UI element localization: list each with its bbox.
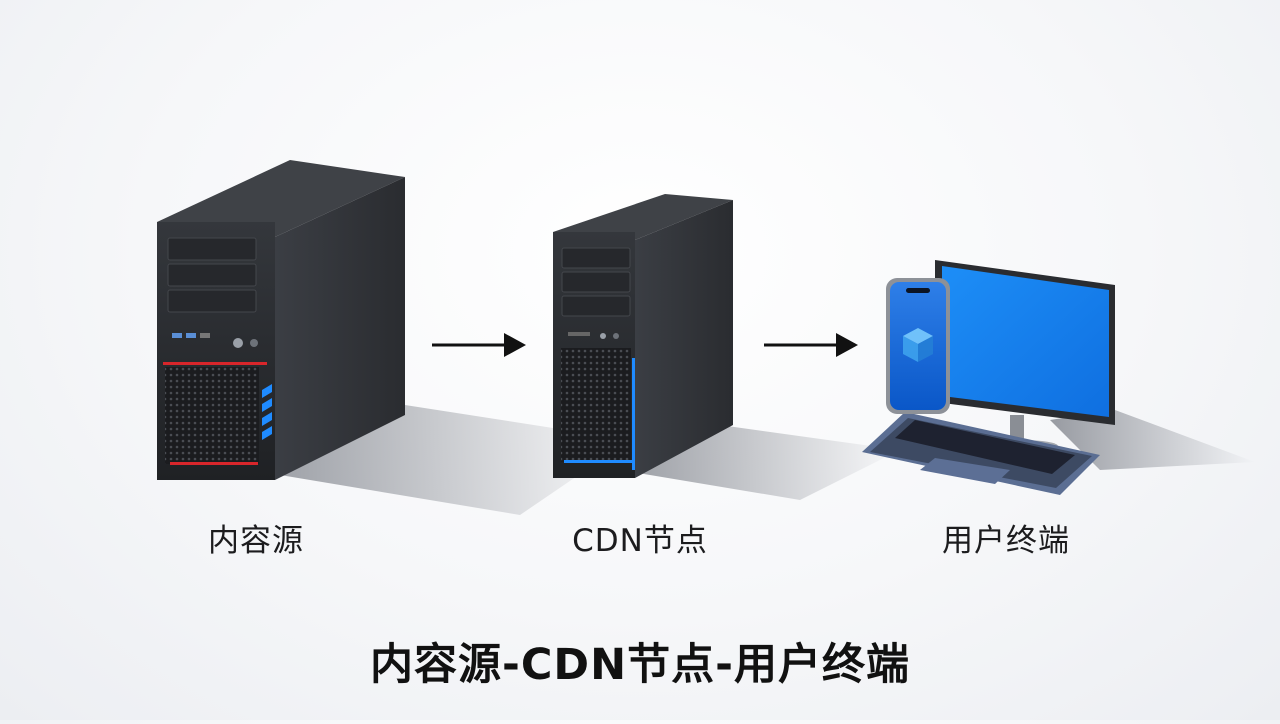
cdn-drive-bay (561, 271, 631, 293)
source-tower-top (157, 160, 405, 237)
arrow-right-icon (836, 333, 858, 357)
source-tower-side (275, 177, 405, 480)
power-button-icon (600, 333, 606, 339)
cdn-blue-accent-bottom (564, 460, 634, 463)
cube-icon-side (903, 336, 918, 362)
keyboard-touchpad (920, 458, 1010, 484)
monitor-icon (935, 260, 1115, 452)
cube-icon-front (918, 336, 933, 362)
blue-vent-icon (262, 398, 272, 412)
node-label-client: 用户终端 (942, 523, 1070, 559)
monitor-screen (942, 266, 1109, 417)
cdn-drive-bay (561, 295, 631, 317)
edge-source-to-cdn (432, 333, 526, 357)
blue-vent-icon (262, 384, 272, 398)
arrow-right-icon (504, 333, 526, 357)
phone-notch (906, 288, 930, 293)
cdn-tower-side (635, 200, 733, 478)
node-label-source: 内容源 (208, 523, 304, 559)
diagram-caption: 内容源-CDN节点-用户终端 (370, 640, 910, 690)
usb-port-icon (568, 332, 590, 336)
cdn-blue-accent (632, 358, 635, 470)
source-drive-bay (167, 237, 257, 261)
source-drive-bay (167, 289, 257, 313)
source-red-accent-bottom (170, 462, 258, 465)
source-mesh-grille (165, 367, 259, 464)
source-drive-bay (167, 263, 257, 287)
usb-port-icon (200, 333, 210, 338)
node-cdn (553, 194, 733, 478)
power-button-icon (233, 338, 243, 348)
usb-port-icon (186, 333, 196, 338)
edge-cdn-to-client (764, 333, 858, 357)
keyboard-icon (862, 412, 1100, 495)
blue-vent-icon (262, 412, 272, 426)
keyboard-keys (895, 420, 1075, 474)
cdn-drive-bay (561, 247, 631, 269)
client-shadow (1050, 410, 1255, 470)
reset-button-icon (613, 333, 619, 339)
phone-icon (886, 278, 950, 414)
node-label-cdn: CDN节点 (572, 523, 708, 559)
node-source (157, 160, 405, 480)
blue-vent-icon (262, 426, 272, 440)
node-client (862, 260, 1115, 495)
cdn-mesh-grille (561, 348, 631, 462)
usb-port-icon (172, 333, 182, 338)
reset-button-icon (250, 339, 258, 347)
cdn-tower-top (553, 194, 733, 240)
source-red-accent (163, 362, 267, 365)
